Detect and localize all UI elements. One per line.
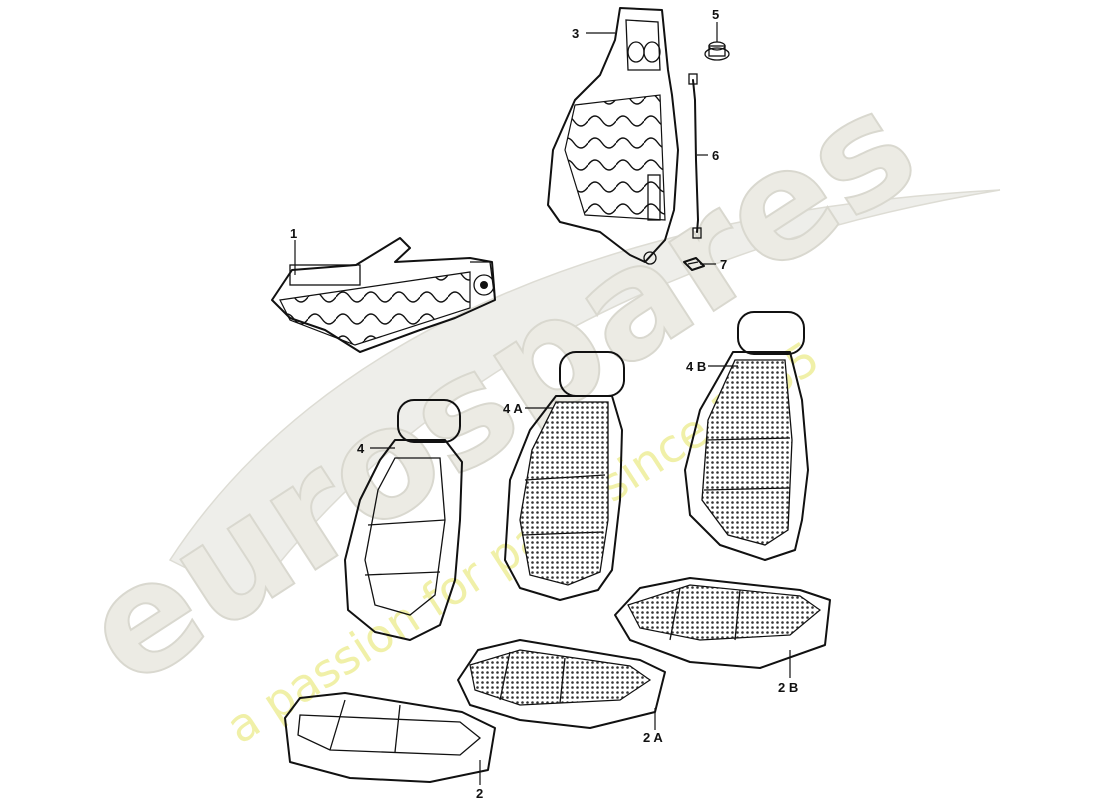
watermark-swoosh <box>168 189 1001 601</box>
callout-3: 3 <box>572 26 579 41</box>
callout-1: 1 <box>290 226 297 241</box>
cable-rod-part <box>688 73 702 239</box>
callout-2a: 2 A <box>643 730 663 745</box>
seat-back-frame <box>547 7 679 265</box>
watermark: eurospares a passion for parts since 198… <box>54 57 1001 754</box>
callout-6: 6 <box>712 148 719 163</box>
callout-leaders <box>294 22 791 785</box>
clip-part <box>683 257 705 271</box>
seat-cushion-cover-plain <box>284 692 496 783</box>
callout-2b: 2 B <box>778 680 798 695</box>
watermark-brand: eurospares <box>55 58 945 720</box>
grommet-part <box>704 41 730 61</box>
backrest-cover-4a <box>504 351 625 601</box>
backrest-cover-4b <box>684 311 809 561</box>
callout-5: 5 <box>712 7 719 22</box>
seat-cushion-cover-2a <box>457 639 666 729</box>
callout-4a: 4 A <box>503 401 523 416</box>
callout-7: 7 <box>720 257 727 272</box>
seat-base-frame <box>271 237 496 353</box>
backrest-cover-plain <box>344 399 463 641</box>
callout-4b: 4 B <box>686 359 706 374</box>
callout-labels: 1 3 5 6 7 4 4 A 4 B 2 2 A 2 B <box>290 7 798 800</box>
callout-4: 4 <box>357 441 365 456</box>
seat-cushion-cover-2b <box>614 577 831 669</box>
callout-2: 2 <box>476 786 483 800</box>
